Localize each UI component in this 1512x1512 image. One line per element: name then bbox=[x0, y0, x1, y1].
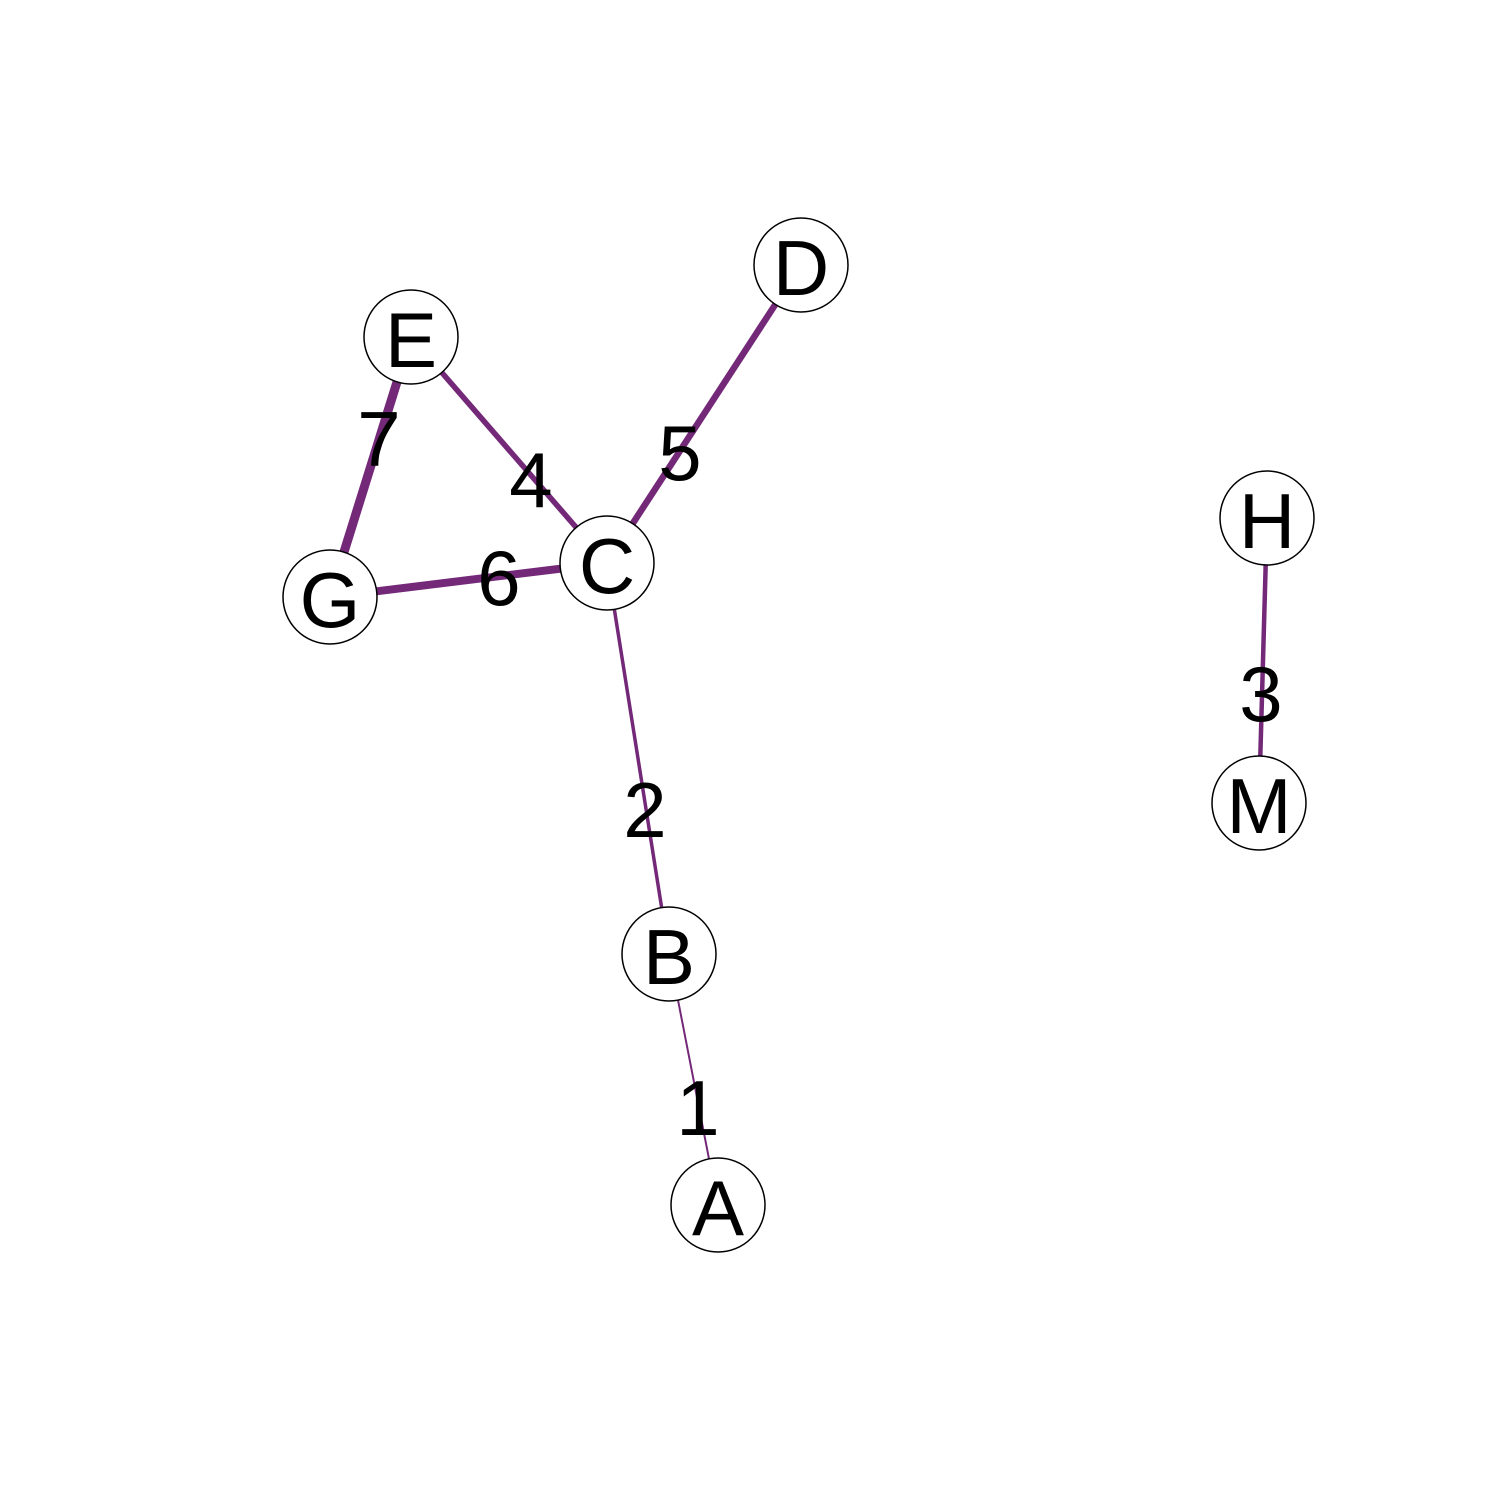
edge-label-H-M: 3 bbox=[1239, 650, 1282, 738]
node-label-G: G bbox=[300, 556, 361, 644]
node-circle-G bbox=[282, 549, 378, 645]
node-circle-M bbox=[1211, 755, 1307, 851]
node-E: E bbox=[363, 289, 459, 385]
node-label-H: H bbox=[1239, 477, 1295, 565]
node-label-B: B bbox=[643, 913, 695, 1001]
edge-C-B bbox=[605, 562, 671, 955]
node-C: C bbox=[559, 515, 655, 611]
node-circle-H bbox=[1219, 470, 1315, 566]
node-circle-C bbox=[559, 515, 655, 611]
edge-label-B-A: 1 bbox=[676, 1064, 719, 1152]
edge-label-E-G: 7 bbox=[357, 395, 400, 483]
edges-layer bbox=[325, 263, 1270, 1206]
edge-labels-layer: 1 2 3 4 5 67 bbox=[357, 395, 1282, 1152]
node-circle-B bbox=[621, 906, 717, 1002]
nodes-layer: A B C D E G H M bbox=[282, 217, 1315, 1253]
node-H: H bbox=[1219, 470, 1315, 566]
node-M: M bbox=[1211, 755, 1307, 851]
edge-label-E-C: 4 bbox=[509, 436, 552, 524]
edge-C-D bbox=[604, 263, 804, 565]
node-B: B bbox=[621, 906, 717, 1002]
edge-label-C-D: 5 bbox=[658, 409, 701, 497]
node-label-M: M bbox=[1227, 762, 1292, 850]
node-circle-A bbox=[670, 1157, 766, 1253]
node-label-D: D bbox=[773, 224, 829, 312]
node-D: D bbox=[753, 217, 849, 313]
node-circle-D bbox=[753, 217, 849, 313]
node-label-A: A bbox=[692, 1164, 744, 1252]
edge-E-C bbox=[408, 335, 610, 565]
node-A: A bbox=[670, 1157, 766, 1253]
edge-label-G-C: 6 bbox=[477, 534, 520, 622]
node-circle-E bbox=[363, 289, 459, 385]
edge-label-C-B: 2 bbox=[623, 766, 666, 854]
node-label-E: E bbox=[385, 296, 437, 384]
node-label-C: C bbox=[579, 522, 635, 610]
node-G: G bbox=[282, 549, 378, 645]
